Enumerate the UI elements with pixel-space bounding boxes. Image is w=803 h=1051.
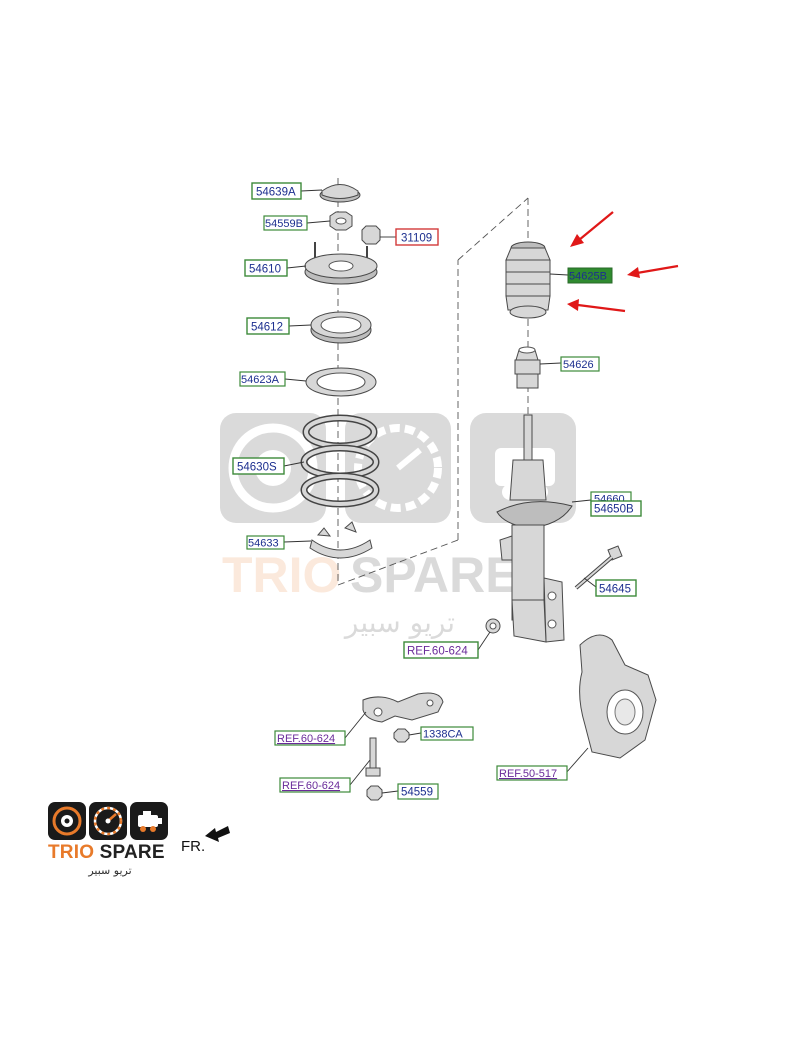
label-54630S[interactable]: 54630S <box>232 457 285 475</box>
label-31109[interactable]: 31109 <box>395 228 439 246</box>
label-54625B[interactable]: 54625B <box>567 267 613 284</box>
svg-text:54623A: 54623A <box>241 374 280 386</box>
part-upper-spring-pad <box>305 367 377 397</box>
part-lower-bolt <box>365 737 381 777</box>
svg-text:54559B: 54559B <box>265 218 303 230</box>
front-direction-label: FR. <box>181 838 206 855</box>
label-54639A[interactable]: 54639A <box>251 182 302 200</box>
svg-text:54650B: 54650B <box>594 504 634 516</box>
part-nut-1338CA <box>393 728 410 743</box>
logo-arabic: تريو سبير <box>88 864 132 877</box>
label-54623A[interactable]: 54623A <box>239 371 286 387</box>
leader-lines <box>283 189 597 794</box>
svg-text:1338CA: 1338CA <box>423 729 463 741</box>
part-lower-bracket <box>362 692 444 723</box>
svg-text:54625B: 54625B <box>569 271 607 283</box>
label-ref-60-624-bolt[interactable]: REF.60-624 <box>279 777 351 793</box>
label-54626[interactable]: 54626 <box>560 356 600 372</box>
part-dust-cap <box>319 184 361 203</box>
part-shock-absorber <box>496 414 573 643</box>
part-strut-bearing <box>310 311 372 344</box>
label-1338CA[interactable]: 1338CA <box>420 726 474 741</box>
svg-text:REF.60-624: REF.60-624 <box>407 646 468 658</box>
part-nut-54559 <box>366 785 383 801</box>
label-54633[interactable]: 54633 <box>246 535 285 550</box>
part-bump-stop <box>514 346 541 389</box>
speedometer-icon <box>89 802 127 840</box>
label-54559[interactable]: 54559 <box>397 783 439 800</box>
label-54559B[interactable]: 54559B <box>263 215 308 231</box>
svg-text:REF.60-624: REF.60-624 <box>282 780 340 792</box>
watermark-trio: TRIO <box>222 547 341 603</box>
part-strut-top-mount <box>304 242 378 285</box>
logo-wordmark: TRIO SPARE <box>48 843 172 863</box>
logo-trio: TRIO <box>48 842 95 863</box>
logo-icons <box>48 802 172 840</box>
svg-text:54626: 54626 <box>563 359 594 371</box>
part-coil-spring <box>300 414 380 508</box>
svg-text:54633: 54633 <box>248 538 279 550</box>
label-54650B[interactable]: 54650B <box>590 500 642 517</box>
part-dust-boot <box>505 241 551 319</box>
label-54612[interactable]: 54612 <box>246 317 290 335</box>
label-ref-50-517[interactable]: REF.50-517 <box>496 765 568 781</box>
svg-text:54639A: 54639A <box>256 187 296 199</box>
svg-text:54630S: 54630S <box>237 462 277 474</box>
front-direction-arrow-icon <box>205 826 230 842</box>
watermark-arabic: تريو سبير <box>343 606 455 639</box>
part-lock-nut <box>329 211 353 231</box>
part-strut-bolt <box>574 545 623 590</box>
svg-text:54559: 54559 <box>401 787 433 799</box>
part-washer <box>485 618 501 634</box>
red-arrows <box>567 211 679 313</box>
svg-text:54612: 54612 <box>251 322 283 334</box>
label-54645[interactable]: 54645 <box>595 579 637 597</box>
watermark-spare: SPARE <box>350 547 519 603</box>
trio-spare-logo: TRIO SPARE تريو سبير <box>48 802 172 877</box>
logo-spare: SPARE <box>99 842 165 863</box>
svg-text:REF.50-517: REF.50-517 <box>499 768 557 780</box>
label-54610[interactable]: 54610 <box>244 259 288 277</box>
part-flange-nut <box>361 225 381 245</box>
label-ref-60-624-strut[interactable]: REF.60-624 <box>403 641 479 659</box>
svg-text:REF.60-624: REF.60-624 <box>277 733 335 745</box>
engine-icon <box>130 802 168 840</box>
disc-brake-icon <box>48 802 86 840</box>
part-lower-spring-pad <box>309 521 373 559</box>
svg-text:54610: 54610 <box>249 264 281 276</box>
svg-text:31109: 31109 <box>401 233 432 245</box>
svg-text:54645: 54645 <box>599 584 631 596</box>
part-steering-knuckle <box>579 634 657 759</box>
label-ref-60-624-bracket[interactable]: REF.60-624 <box>274 730 346 746</box>
